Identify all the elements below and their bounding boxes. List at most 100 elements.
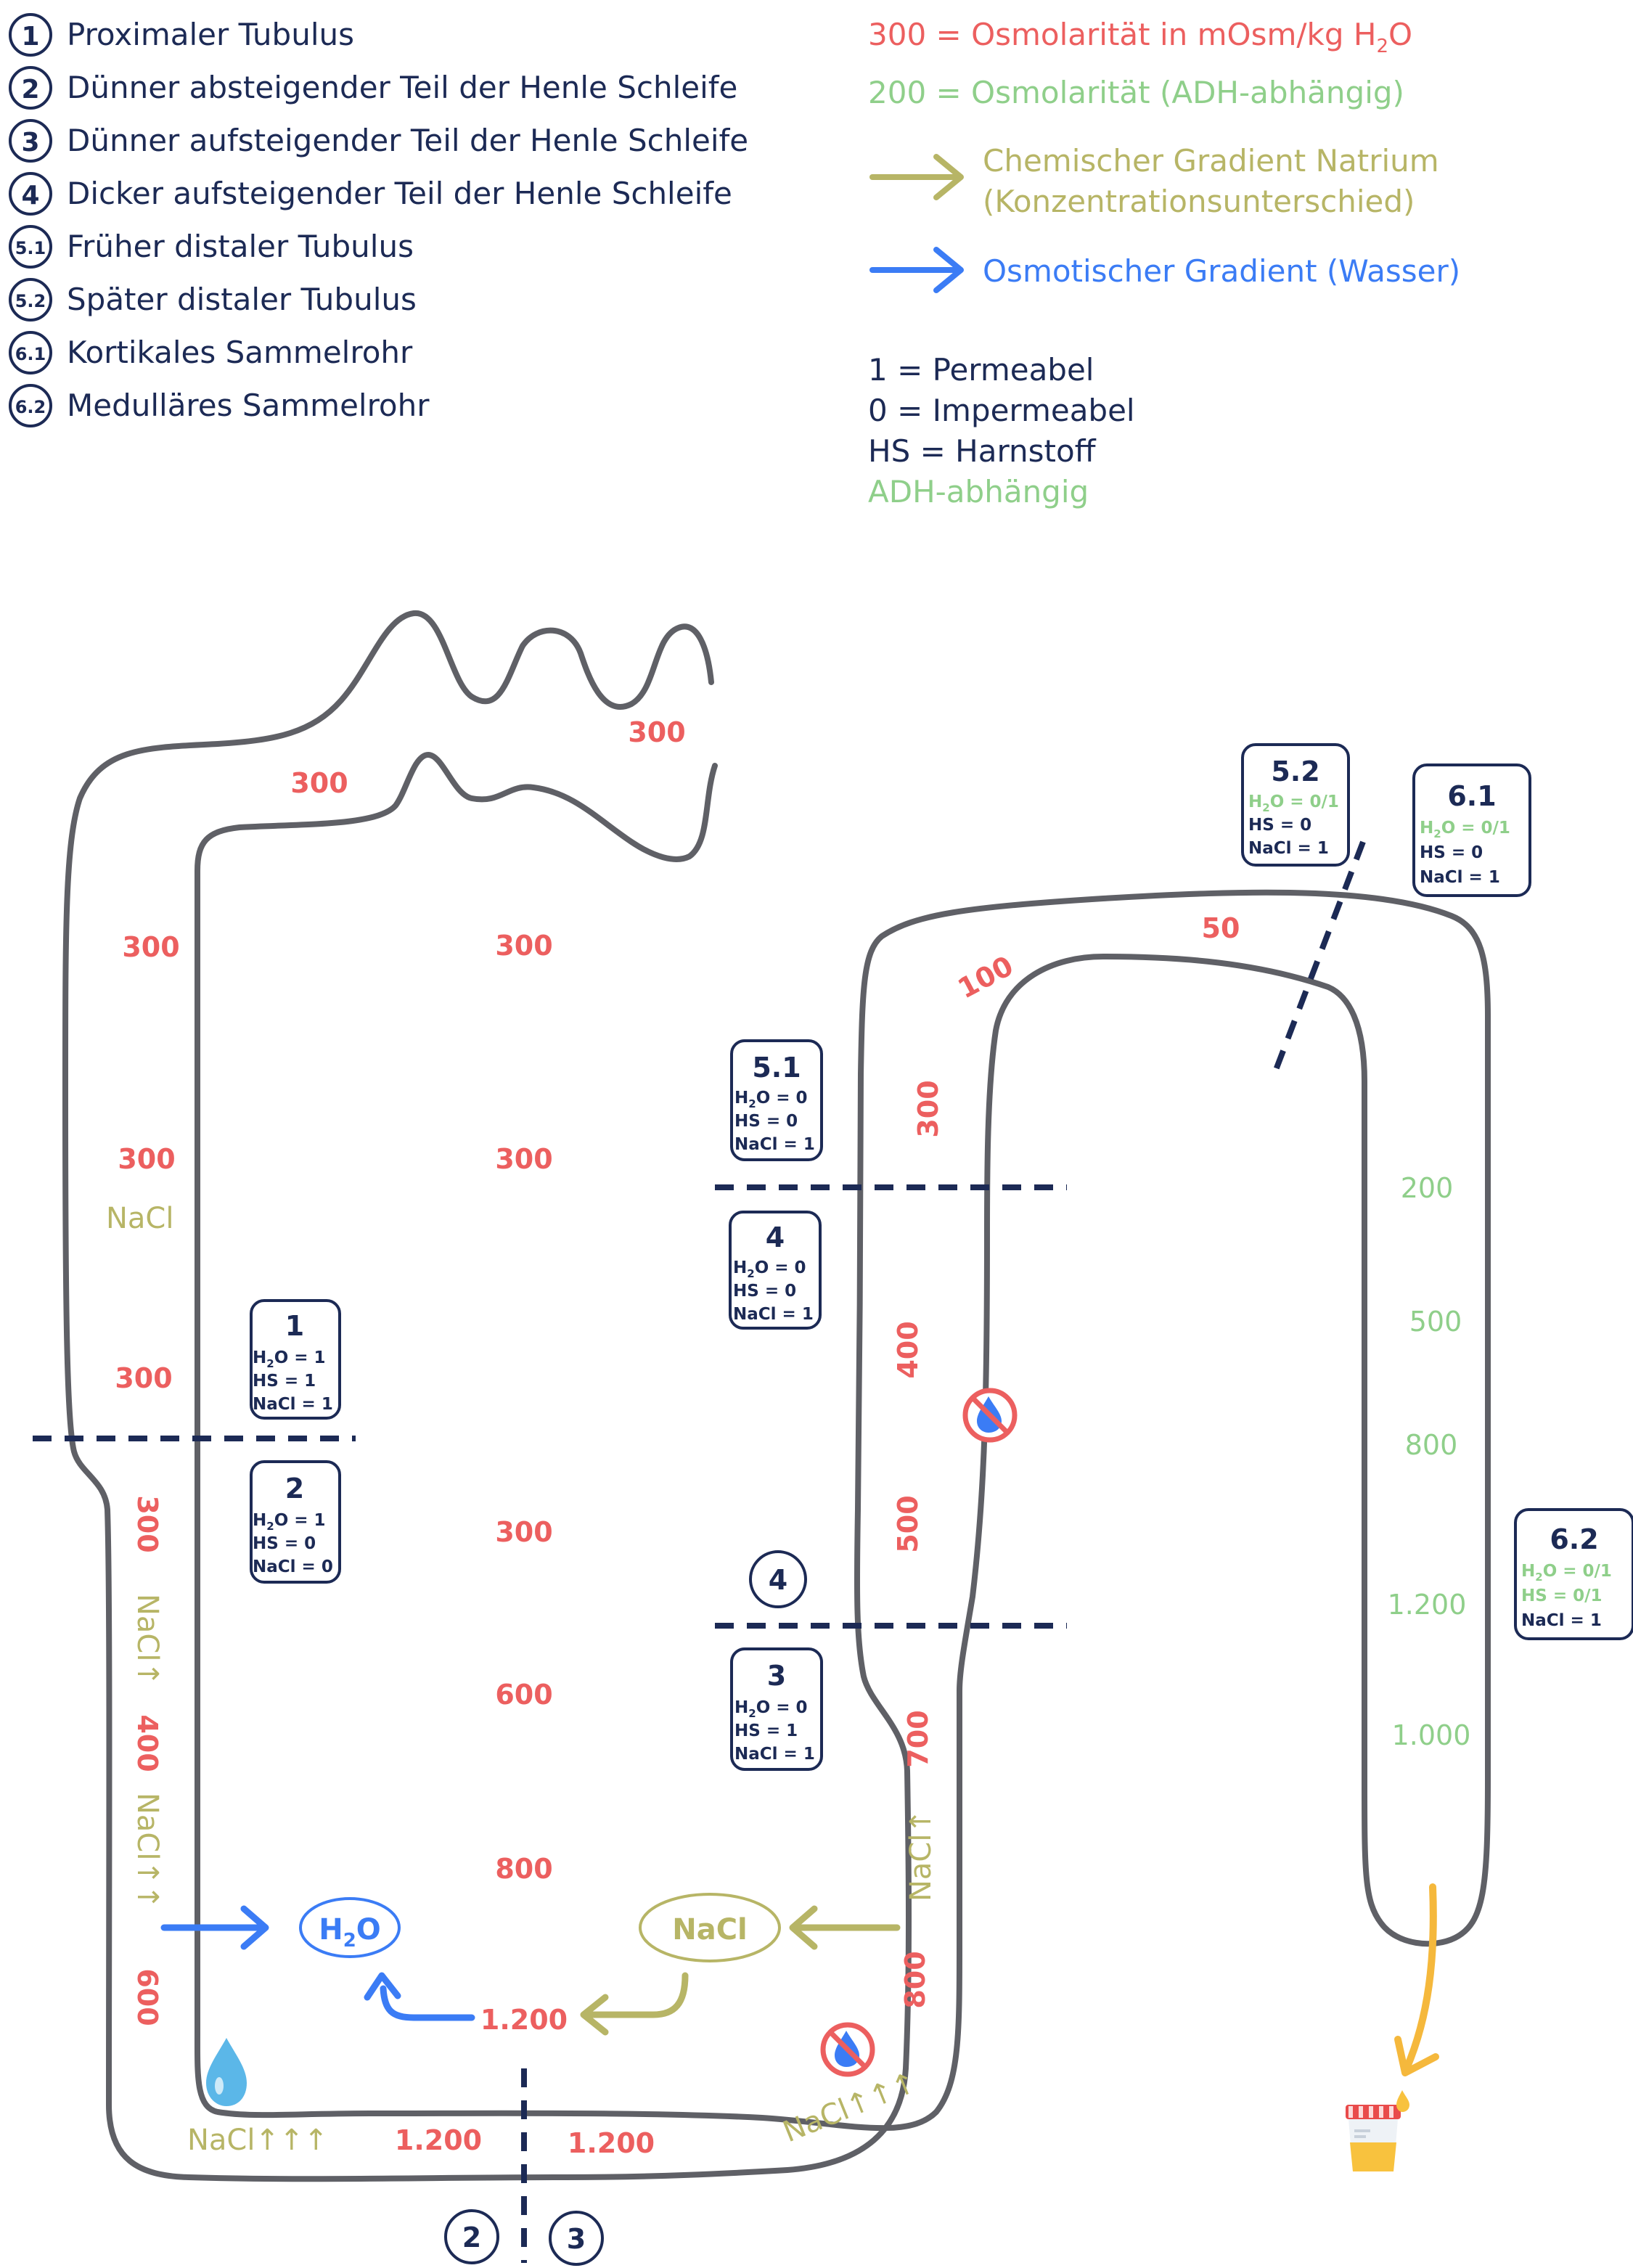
legend-item: 5.1 Früher distaler Tubulus bbox=[9, 225, 414, 269]
legend-number: 2 bbox=[21, 75, 39, 105]
osmolarity-value: 1.200 bbox=[480, 2004, 568, 2036]
segment-box-nacl: NaCl = 1 bbox=[1248, 839, 1329, 858]
osmolarity-value: 300 bbox=[495, 1143, 552, 1175]
water-bubble bbox=[299, 1897, 401, 1958]
water-bubble-label: H2O bbox=[319, 1913, 381, 1952]
osmolarity-value: 300 bbox=[628, 716, 685, 748]
segment-box-nacl: NaCl = 1 bbox=[734, 1745, 815, 1764]
legend-label: Proximaler Tubulus bbox=[67, 17, 354, 52]
segment-box: 1 H2O = 1 HS = 1 NaCl = 1 bbox=[250, 1299, 341, 1420]
legend-number: 4 bbox=[21, 181, 39, 210]
segment-legend: 1 Proximaler Tubulus 2 Dünner absteigend… bbox=[9, 13, 748, 427]
legend-item: 4 Dicker aufsteigender Teil der Henle Sc… bbox=[9, 172, 732, 216]
legend-label: Später distaler Tubulus bbox=[67, 282, 417, 317]
segment-box-title: 5.2 bbox=[1271, 756, 1319, 787]
legend-number: 1 bbox=[21, 22, 39, 52]
segment-marker: 2 bbox=[444, 2209, 499, 2264]
osmolarity-value: 300 bbox=[912, 1080, 944, 1137]
segment-box-nacl: NaCl = 1 bbox=[1521, 1611, 1602, 1630]
osmolarity-value: 400 bbox=[892, 1321, 924, 1378]
nacl-label: NaCl↑↑ bbox=[131, 1793, 164, 1909]
segment-box-water: H2O = 0/1 bbox=[1248, 793, 1339, 814]
osmolarity-value: 700 bbox=[902, 1710, 934, 1767]
legend-item: 2 Dünner absteigender Teil der Henle Sch… bbox=[9, 66, 737, 110]
osmolarity-value: 300 bbox=[495, 930, 552, 962]
svg-text:2: 2 bbox=[462, 2222, 481, 2253]
osmolarity-value: 300 bbox=[290, 767, 348, 799]
segment-box-title: 6.2 bbox=[1550, 1523, 1598, 1555]
segment-box-nacl: NaCl = 1 bbox=[733, 1305, 814, 1324]
osmolarity-value: 1.200 bbox=[395, 2124, 482, 2156]
segment-box-nacl: NaCl = 1 bbox=[1420, 868, 1500, 887]
legend-label: Medulläres Sammelrohr bbox=[67, 388, 430, 423]
legend-label: Dicker aufsteigender Teil der Henle Schl… bbox=[67, 176, 732, 211]
legend-item: 5.2 Später distaler Tubulus bbox=[9, 278, 417, 322]
nacl-label: NaCl bbox=[106, 1202, 173, 1235]
legend-number-badge bbox=[9, 119, 52, 163]
water-arrow-icon bbox=[160, 1905, 269, 1950]
segment-box-nacl: NaCl = 1 bbox=[253, 1395, 333, 1414]
no-water-icon bbox=[962, 1388, 1018, 1443]
legend-number-badge bbox=[9, 13, 52, 57]
segment-box-water: H2O = 0 bbox=[734, 1698, 808, 1720]
segment-box-water: H2O = 0/1 bbox=[1521, 1562, 1612, 1584]
legend-number-badge bbox=[9, 384, 52, 427]
legend-number: 6.1 bbox=[15, 344, 46, 364]
segment-box-nacl: NaCl = 0 bbox=[253, 1557, 333, 1576]
adh-value: 800 bbox=[1405, 1429, 1458, 1461]
segment-dividers bbox=[33, 840, 1366, 2263]
segment-box-water: H2O = 1 bbox=[253, 1348, 326, 1370]
segment-box: 2 H2O = 1 HS = 0 NaCl = 0 bbox=[250, 1460, 341, 1584]
salt-bubble-label: NaCl bbox=[672, 1913, 748, 1946]
color-key: 300 = Osmolarität in mOsm/kg H2O 200 = O… bbox=[868, 17, 1460, 509]
divider-52-61 bbox=[1273, 840, 1366, 1071]
adh-value: 1.000 bbox=[1392, 1719, 1471, 1751]
osmolarity-value: 800 bbox=[899, 1951, 931, 2008]
segment-box-water: H2O = 0 bbox=[734, 1089, 808, 1110]
segment-box-urea: HS = 1 bbox=[253, 1372, 316, 1391]
adh-values: 200 500 800 1.200 1.000 bbox=[1388, 1172, 1471, 1751]
segment-box: 5.1 H2O = 0 HS = 0 NaCl = 1 bbox=[730, 1039, 823, 1161]
key-adh-dependent: ADH-abhängig bbox=[868, 474, 1089, 509]
key-permeable: 1 = Permeabel bbox=[868, 352, 1094, 388]
key-impermeable: 0 = Impermeabel bbox=[868, 393, 1135, 428]
osmolarity-value: 500 bbox=[892, 1495, 924, 1552]
legend-number-badge bbox=[9, 172, 52, 216]
osmolarity-value: 600 bbox=[131, 1968, 163, 2026]
segment-box: 6.1 H2O = 0/1 HS = 0 NaCl = 1 bbox=[1412, 763, 1531, 897]
segment-box-title: 3 bbox=[767, 1660, 786, 1692]
osmolarity-value: 300 bbox=[495, 1516, 552, 1548]
chemical-gradient-arrow-icon bbox=[869, 154, 964, 200]
segment-box: 3 H2O = 0 HS = 1 NaCl = 1 bbox=[730, 1647, 823, 1771]
osmolarity-value: 50 bbox=[1202, 912, 1240, 944]
segment-box-title: 1 bbox=[285, 1310, 304, 1342]
key-urea: HS = Harnstoff bbox=[868, 433, 1097, 469]
key-osmolarity-green: 200 = Osmolarität (ADH-abhängig) bbox=[868, 75, 1404, 110]
legend-item: 6.1 Kortikales Sammelrohr bbox=[9, 331, 413, 374]
legend-item: 6.2 Medulläres Sammelrohr bbox=[9, 384, 430, 427]
legend-number-badge bbox=[9, 278, 52, 322]
osmolarity-value: 800 bbox=[495, 1853, 552, 1885]
osmolarity-value: 300 bbox=[131, 1495, 163, 1552]
urine-cup-icon bbox=[1346, 2090, 1409, 2171]
osmolarity-values: 300 300 300 300 300 300 300 300 300 400 … bbox=[115, 716, 1240, 2159]
water-curve-arrow-icon bbox=[364, 1972, 475, 2021]
osmotic-gradient-arrow-icon bbox=[869, 247, 964, 293]
osmolarity-value: 300 bbox=[122, 931, 179, 963]
salt-bubble bbox=[639, 1893, 781, 1962]
legend-number-badge bbox=[9, 66, 52, 110]
legend-label: Kortikales Sammelrohr bbox=[67, 335, 413, 370]
segment-box-title: 4 bbox=[766, 1221, 785, 1253]
segment-box-urea: HS = 0 bbox=[1420, 843, 1483, 862]
adh-value: 500 bbox=[1409, 1306, 1462, 1338]
osmolarity-value: 300 bbox=[118, 1143, 175, 1175]
segment-box-water: H2O = 1 bbox=[253, 1511, 326, 1533]
legend-item: 3 Dünner aufsteigender Teil der Henle Sc… bbox=[9, 119, 748, 163]
legend-label: Dünner absteigender Teil der Henle Schle… bbox=[67, 70, 737, 105]
svg-text:4: 4 bbox=[769, 1564, 787, 1596]
salt-arrow-icon bbox=[789, 1905, 901, 1950]
segment-box-water: H2O = 0 bbox=[733, 1258, 806, 1280]
segment-box-water: H2O = 0/1 bbox=[1420, 819, 1510, 840]
key-chemical-gradient-line1: Chemischer Gradient Natrium bbox=[983, 143, 1439, 179]
